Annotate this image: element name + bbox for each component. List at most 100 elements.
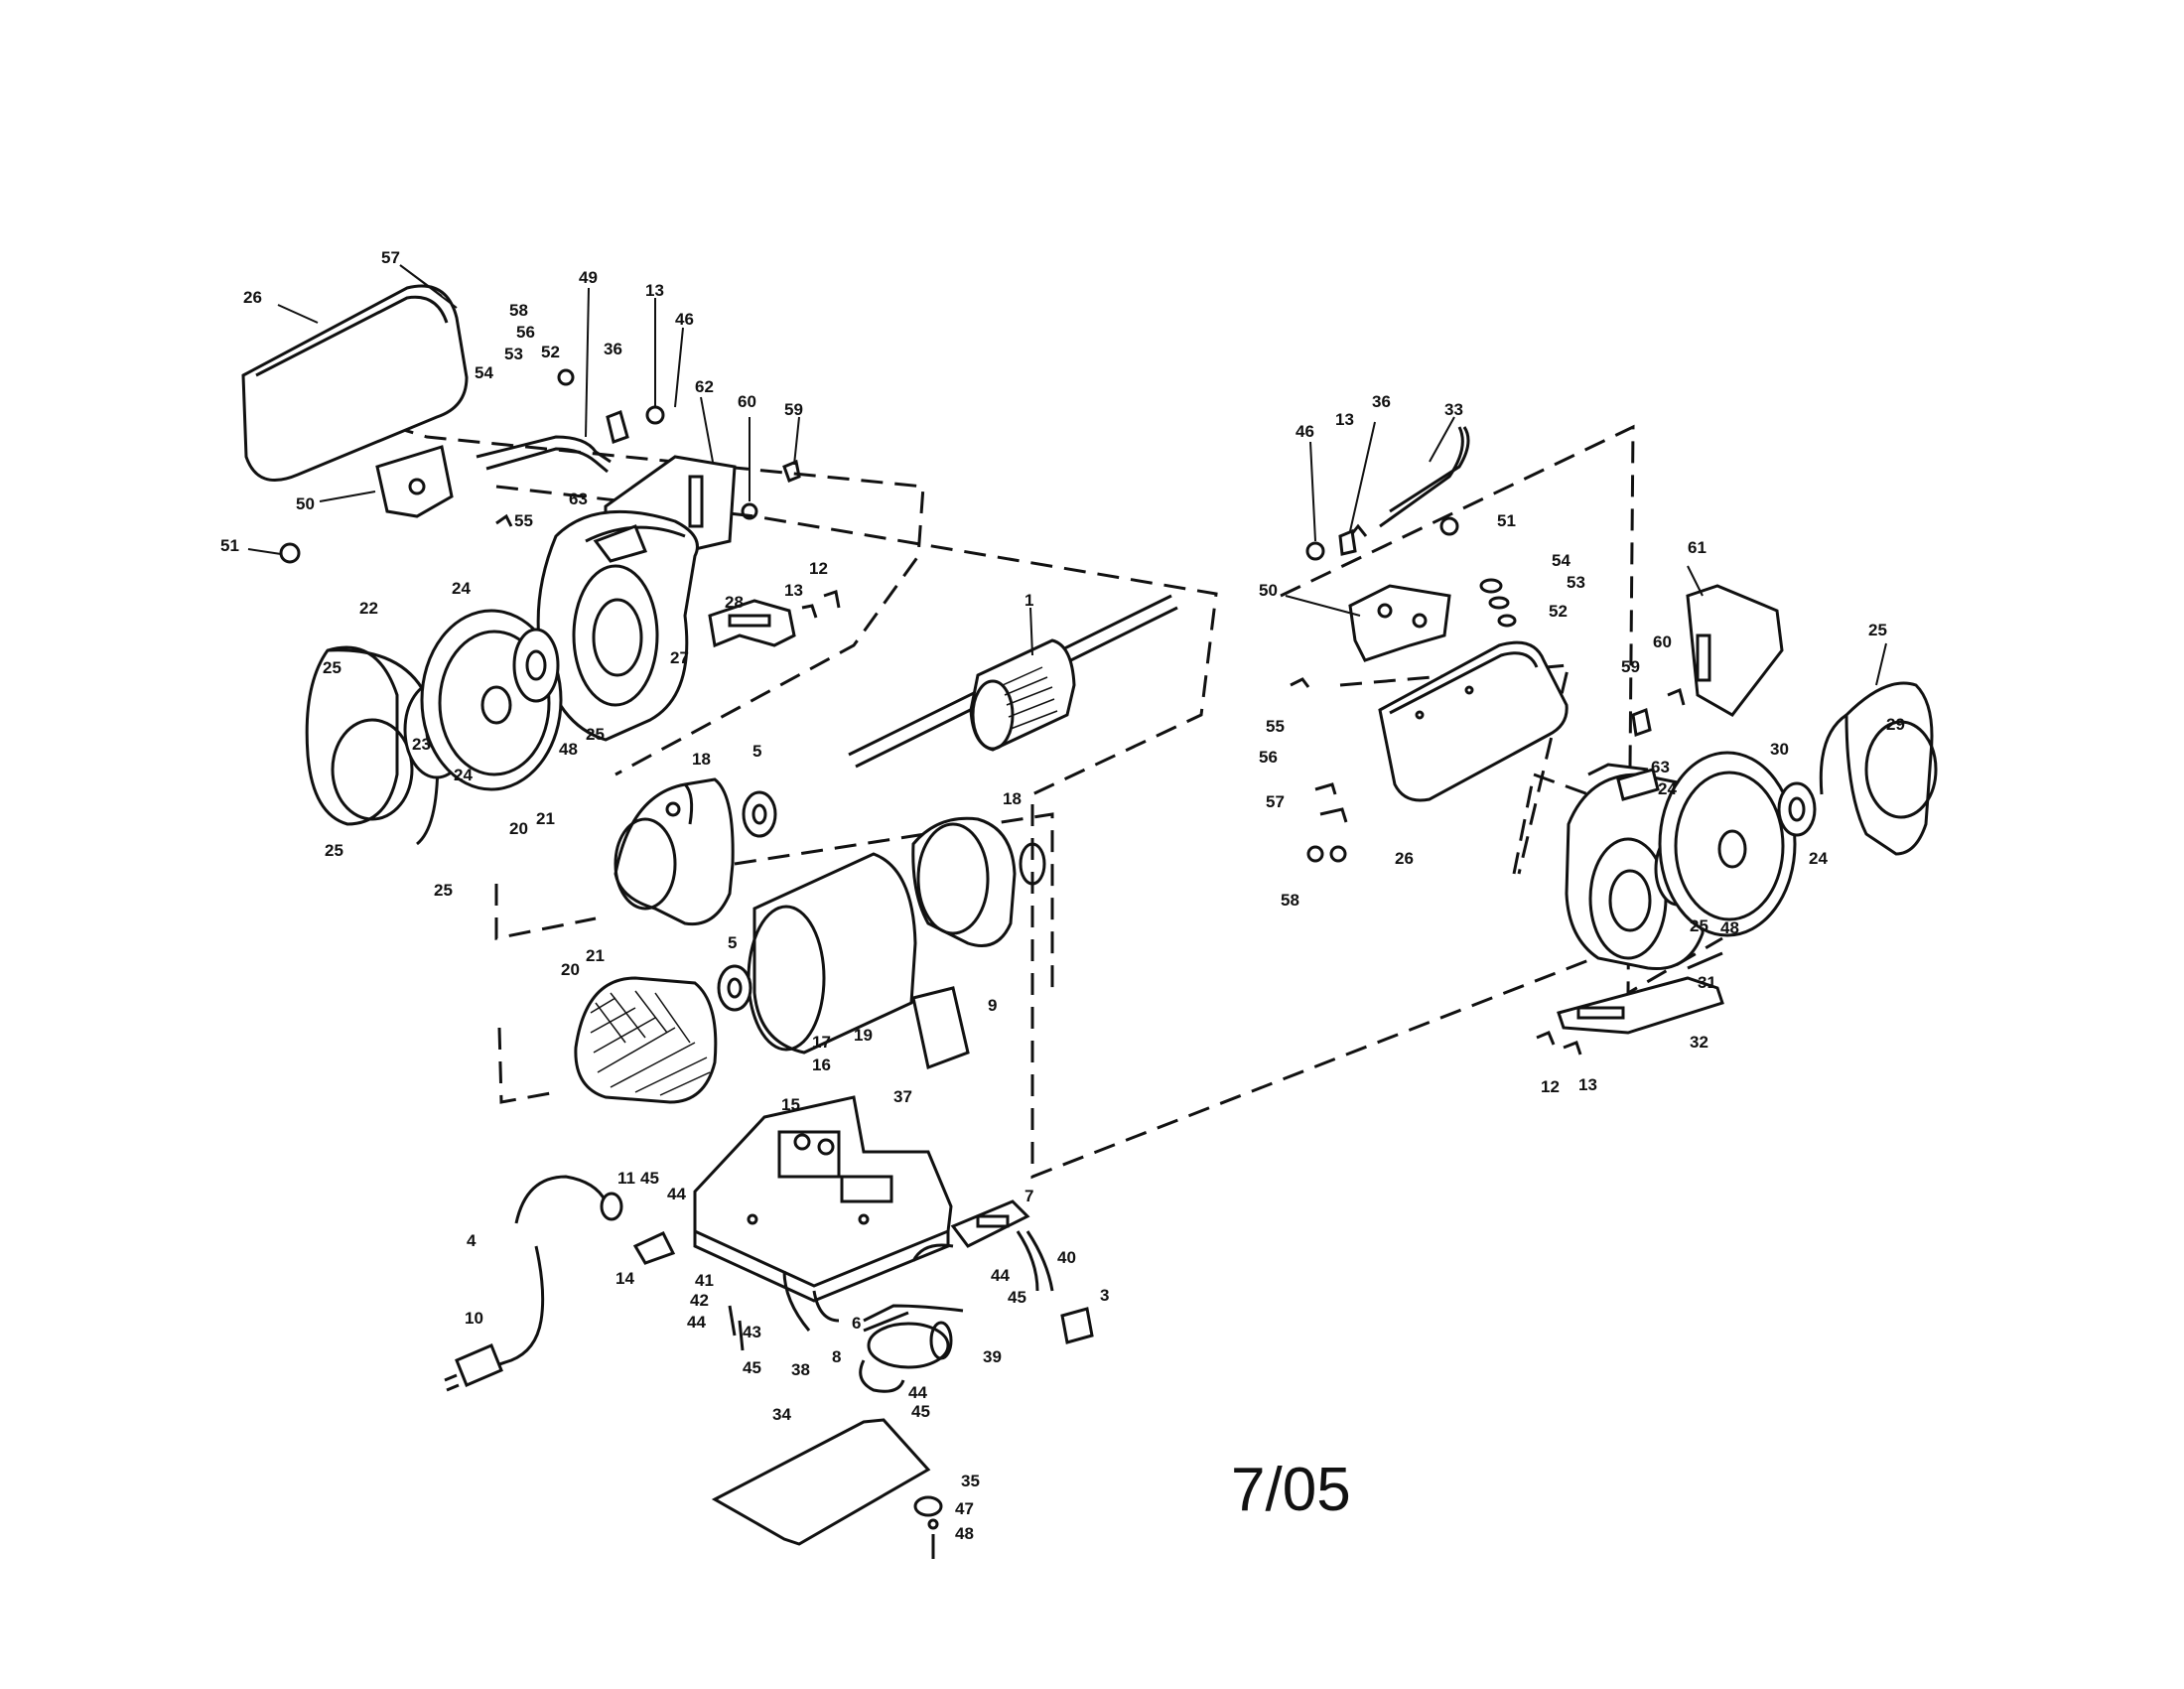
label-57b: 57 (1266, 792, 1285, 811)
right-tool-rest-32 (1536, 976, 1724, 1056)
left-outer-guard (305, 645, 399, 826)
label-54b: 54 (1552, 551, 1570, 570)
label-62: 62 (695, 377, 714, 396)
label-24c: 24 (1658, 779, 1677, 798)
label-20b: 20 (561, 960, 580, 979)
plug (455, 1343, 503, 1387)
label-59: 59 (784, 400, 803, 419)
switch-and-capacitor (728, 1199, 1094, 1393)
left-tool-rest-28 (708, 590, 841, 648)
label-27: 27 (670, 648, 689, 667)
label-51: 51 (220, 536, 239, 555)
label-59b: 59 (1621, 657, 1640, 676)
label-50b: 50 (1259, 581, 1278, 600)
label-25: 25 (323, 658, 341, 677)
left-wheel-guard (536, 509, 699, 742)
label-40: 40 (1057, 1248, 1076, 1267)
label-53b: 53 (1567, 573, 1585, 592)
label-41: 41 (695, 1271, 714, 1290)
right-rod-33 (1389, 426, 1470, 513)
foot-35 (913, 1495, 943, 1517)
stator-winding (574, 976, 718, 1104)
switch-3 (1060, 1307, 1094, 1344)
label-25b: 25 (586, 725, 605, 744)
label-55: 55 (514, 511, 533, 530)
label-14: 14 (615, 1269, 634, 1288)
label-9: 9 (988, 996, 997, 1015)
label-16: 16 (812, 1056, 831, 1074)
label-45d: 45 (911, 1402, 930, 1421)
label-33: 33 (1444, 400, 1463, 419)
label-60b: 60 (1653, 633, 1672, 651)
label-38: 38 (791, 1360, 810, 1379)
label-48b: 48 (955, 1524, 974, 1543)
label-44: 44 (667, 1185, 686, 1203)
label-1: 1 (1024, 591, 1033, 610)
label-55b: 55 (1266, 717, 1285, 736)
right-tool-rest-group (1290, 426, 1569, 863)
label-45b: 45 (1008, 1288, 1026, 1307)
power-cord (444, 1175, 676, 1392)
label-52b: 52 (1549, 602, 1568, 621)
label-21: 21 (536, 809, 555, 828)
label-34: 34 (772, 1405, 791, 1424)
label-28: 28 (725, 593, 744, 612)
armature-core (969, 638, 1076, 752)
left-flange-inner (512, 628, 560, 703)
label-17: 17 (812, 1033, 831, 1052)
field-housing (752, 852, 917, 1055)
label-29: 29 (1886, 715, 1905, 734)
label-26b: 26 (1395, 849, 1414, 868)
label-56b: 56 (1259, 748, 1278, 767)
label-20: 20 (509, 819, 528, 838)
label-13c: 13 (1335, 410, 1354, 429)
label-22: 22 (359, 599, 378, 618)
label-51b: 51 (1497, 511, 1516, 530)
label-35: 35 (961, 1472, 980, 1490)
label-24: 24 (452, 579, 471, 598)
label-31: 31 (1698, 973, 1716, 992)
strain-relief (600, 1192, 623, 1221)
label-52: 52 (541, 343, 560, 361)
label-6: 6 (852, 1314, 861, 1333)
grinder-base (693, 1095, 953, 1303)
label-25f: 25 (1690, 916, 1708, 935)
label-42: 42 (690, 1291, 709, 1310)
label-25c: 25 (325, 841, 343, 860)
right-outer-guard (1844, 681, 1934, 856)
label-48: 48 (559, 740, 578, 759)
part-labels: 57 26 58 56 52 54 53 49 36 13 46 62 60 5… (220, 248, 1905, 1543)
label-3: 3 (1100, 1286, 1109, 1305)
right-bearing (717, 964, 752, 1012)
label-57: 57 (381, 248, 400, 267)
label-12: 12 (809, 559, 828, 578)
right-eye-shield (1378, 640, 1569, 802)
label-43: 43 (743, 1323, 761, 1341)
label-47: 47 (955, 1499, 974, 1518)
label-50: 50 (296, 494, 315, 513)
label-58b: 58 (1281, 891, 1299, 910)
right-bracket-61 (1686, 584, 1784, 717)
left-eye-shield (241, 284, 469, 483)
label-19: 19 (854, 1026, 873, 1045)
cord-clamp (632, 1231, 676, 1265)
label-24b: 24 (454, 766, 473, 784)
label-44c: 44 (687, 1313, 706, 1332)
label-11: 11 (617, 1169, 635, 1188)
label-24d: 24 (1809, 849, 1828, 868)
motor-housing-group (614, 777, 1046, 1070)
right-bracket-50 (1348, 584, 1451, 662)
label-53: 53 (504, 345, 523, 363)
label-8: 8 (832, 1347, 841, 1366)
label-15: 15 (781, 1095, 800, 1114)
bottom-plate (711, 1418, 943, 1559)
label-45: 45 (640, 1169, 659, 1188)
leader-lines (247, 264, 1887, 686)
label-13: 13 (645, 281, 664, 300)
switch-plate (950, 1199, 1030, 1248)
date-code: 7/05 (1231, 1456, 1351, 1524)
label-plate-9 (911, 986, 970, 1070)
label-54: 54 (475, 363, 493, 382)
assembly-outlines (327, 405, 1748, 1180)
